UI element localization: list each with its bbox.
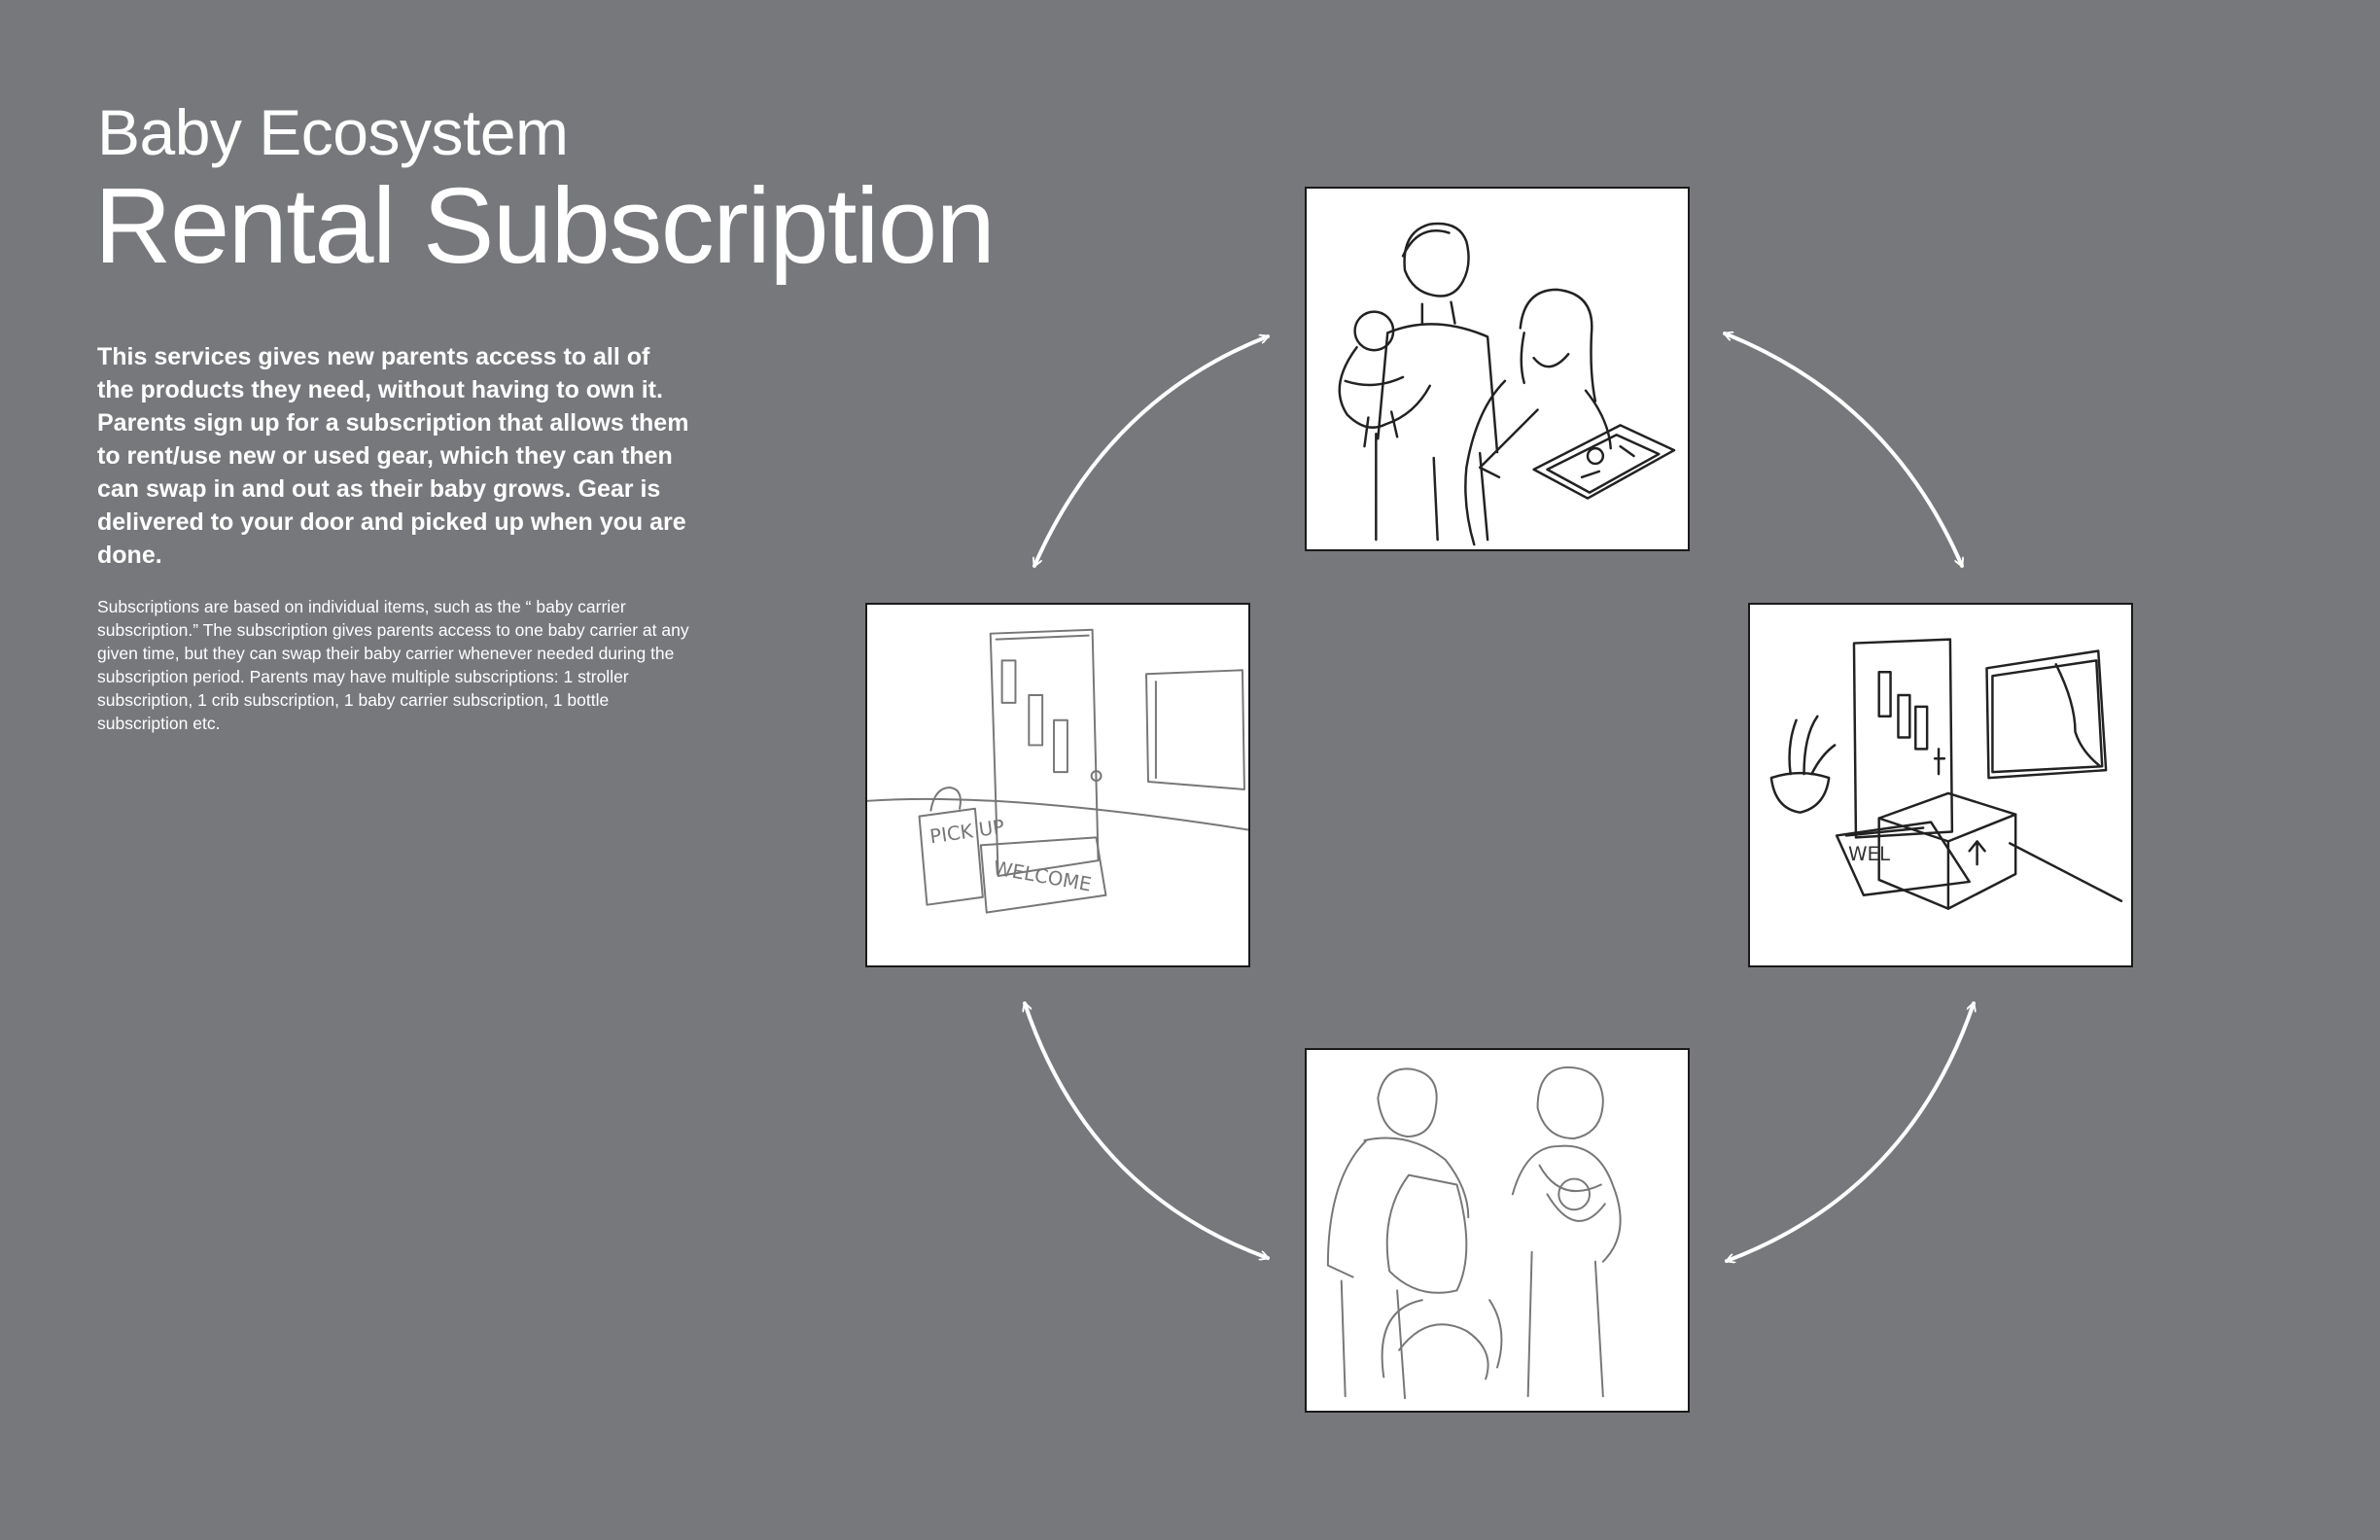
arrow-top-left [1034,336,1270,568]
delivery-illustration: WEL [1769,638,2123,910]
arrow-bottom-right [1725,1001,1974,1261]
sketch-parents-trying-carrier [1305,1048,1690,1413]
mat-text: WEL [1848,843,1890,865]
carrier-illustration [1326,1066,1622,1400]
sketch-pickup-at-door: PICK UP WELCOME [865,603,1250,967]
lead-paragraph: This services gives new parents access t… [97,343,689,569]
page-title: Rental Subscription [94,166,996,286]
arrow-bottom-left [1025,1001,1270,1258]
doormat-text: WELCOME [992,857,1093,895]
note-paragraph: Subscriptions are based on individual it… [97,597,689,733]
sketch-family-browsing-tablet [1305,187,1690,551]
pickup-illustration: PICK UP WELCOME [867,628,1248,914]
bag-text: PICK UP [928,816,1006,849]
arrow-top-right [1723,333,1962,568]
page-subtitle: Baby Ecosystem [97,96,569,168]
family-browsing-illustration [1338,222,1676,546]
sketch-delivery-at-door: WEL [1748,603,2133,967]
